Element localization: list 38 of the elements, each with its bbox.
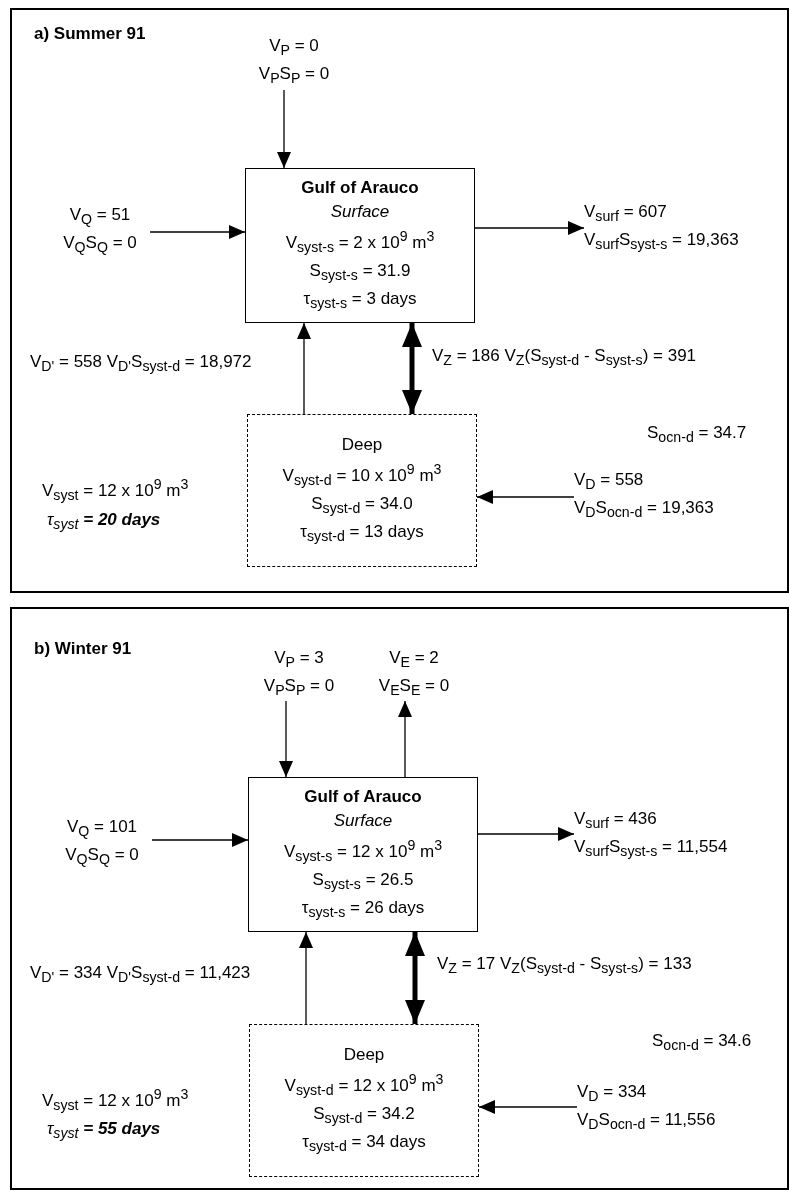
flux-text: V$_{D}$ = 334 V$_{D}$S$_{ocn-d}$ = 11,556	[577, 1082, 777, 1134]
formula-text: τ$_{syst}$ = 20 days	[47, 509, 161, 535]
arrow	[477, 827, 575, 841]
arrow	[149, 225, 246, 239]
arrow	[279, 700, 293, 778]
dashed-reservoir-box: Deep V$_{syst-d}$ = 12 x 10$^{9}$ m$^{3}$ S$_{syst-d}$ = 34.2 τ$_{syst-d}$ = 34 days	[249, 1024, 479, 1177]
arrow	[476, 490, 575, 504]
double-arrow	[405, 932, 425, 1024]
reservoir-box: Gulf of Arauco Surface V$_{syst-s}$ = 12 x 10$^{9}$ m$^{3}$ S$_{syst-s}$ = 26.5 τ$_{syst-s}$ = 26 days	[248, 777, 478, 932]
flux-text: V$_{surf}$ = 607 V$_{surf}$S$_{syst-s}$ = 19,363	[584, 202, 784, 254]
panel-title: b) Winter 91	[34, 639, 132, 659]
edge-label: V$_{Z}$ = 17 V$_{Z}$(S$_{syst-d}$ - S$_{syst-s}$) = 133	[437, 953, 692, 979]
arrow	[398, 700, 412, 778]
flux-text: V$_{Q}$ = 101 V$_{Q}$S$_{Q}$ = 0	[52, 817, 152, 869]
flux-text: V$_{E}$ = 2 V$_{E}$S$_{E}$ = 0	[359, 647, 469, 701]
formula-text: V$_{syst}$ = 12 x 10$^{9}$ m$^{3}$	[42, 475, 189, 506]
flux-text: V$_{P}$ = 0 V$_{P}$S$_{P}$ = 0	[234, 34, 354, 90]
formula-text: S$_{ocn-d}$ = 34.7	[647, 422, 747, 448]
arrow	[151, 833, 249, 847]
edge-label: V$_{D'}$ = 558 V$_{D'}$S$_{syst-d}$ = 18,972	[30, 351, 252, 377]
double-arrow	[402, 323, 422, 414]
reservoir-box: Gulf of Arauco Surface V$_{syst-s}$ = 2 x 10$^{9}$ m$^{3}$ S$_{syst-s}$ = 31.9 τ$_{syst-s}$ = 3 days	[245, 168, 475, 323]
formula-text: τ$_{syst}$ = 55 days	[47, 1118, 161, 1144]
flux-text: V$_{D}$ = 558 V$_{D}$S$_{ocn-d}$ = 19,363	[574, 470, 774, 522]
flux-text: V$_{P}$ = 3 V$_{P}$S$_{P}$ = 0	[239, 647, 359, 701]
arrow	[297, 322, 311, 415]
dashed-reservoir-box: Deep V$_{syst-d}$ = 10 x 10$^{9}$ m$^{3}$ S$_{syst-d}$ = 34.0 τ$_{syst-d}$ = 13 days	[247, 414, 477, 567]
arrow	[474, 221, 585, 235]
edge-label: V$_{D'}$ = 334 V$_{D'}$S$_{syst-d}$ = 11,423	[30, 962, 251, 988]
flux-text: V$_{surf}$ = 436 V$_{surf}$S$_{syst-s}$ = 11,554	[574, 809, 784, 861]
arrow	[299, 931, 313, 1025]
edge-label: V$_{Z}$ = 186 V$_{Z}$(S$_{syst-d}$ - S$_{syst-s}$) = 391	[432, 345, 697, 371]
arrow	[277, 89, 291, 169]
flux-text: V$_{Q}$ = 51 V$_{Q}$S$_{Q}$ = 0	[50, 205, 150, 257]
arrow	[478, 1100, 578, 1114]
formula-text: S$_{ocn-d}$ = 34.6	[652, 1030, 752, 1056]
panel-title: a) Summer 91	[34, 24, 146, 44]
formula-text: V$_{syst}$ = 12 x 10$^{9}$ m$^{3}$	[42, 1085, 189, 1116]
